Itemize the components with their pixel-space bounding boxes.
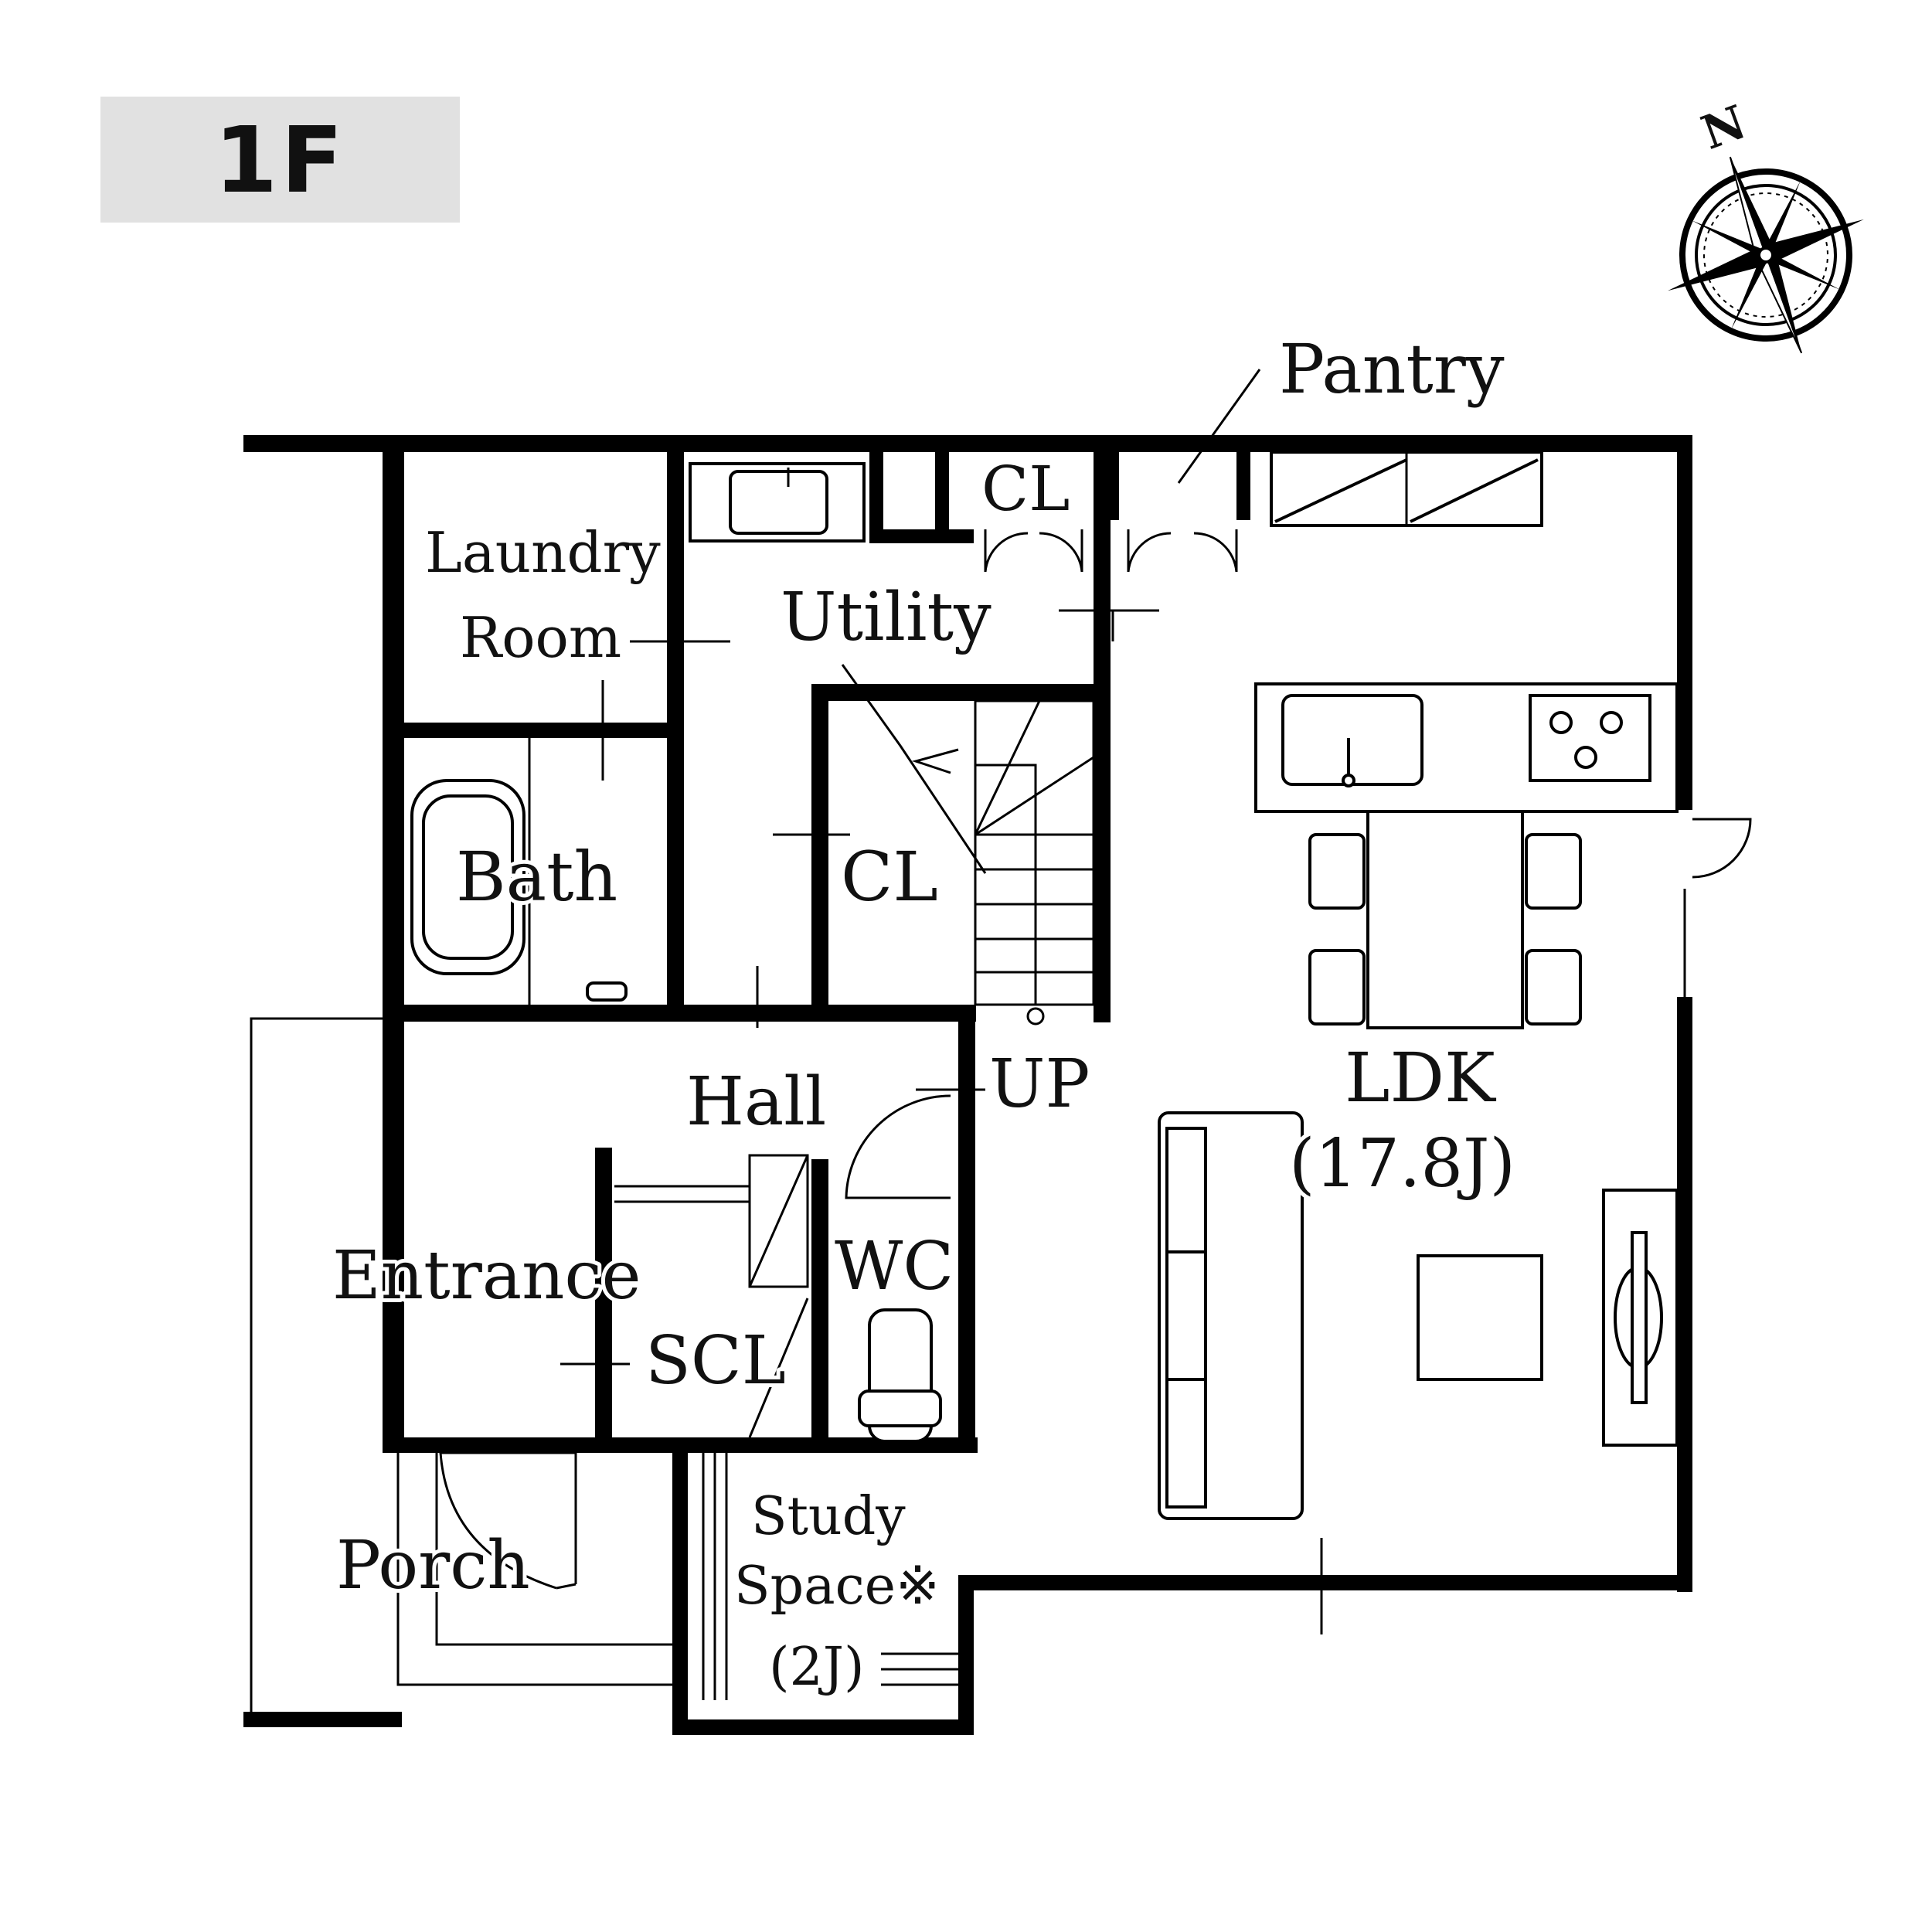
stairs: [841, 664, 1095, 1026]
pantry-leader-line: [1177, 369, 1261, 484]
dimension-ticks: [560, 609, 1323, 1634]
room-label-wc: WC: [835, 1228, 954, 1305]
room-label-stairs-up: UP: [989, 1046, 1090, 1123]
room-label-shoe-closet: SCL: [645, 1322, 786, 1400]
dining-table: [1308, 810, 1582, 1029]
kitchen-counter: [1254, 451, 1679, 813]
room-label-entrance: Entrance: [332, 1237, 641, 1315]
room-label-study-line2: Space※: [734, 1556, 940, 1617]
porch-steps: [250, 1017, 672, 1712]
living-furniture: [1158, 1111, 1679, 1520]
floor-label: 1F: [214, 106, 346, 213]
compass-rose-icon: [1668, 156, 1864, 354]
utility-sink: [689, 462, 866, 543]
room-label-closet-top: CL: [981, 453, 1070, 525]
room-label-study-line1: Study: [751, 1486, 906, 1547]
bathtub: [410, 738, 628, 1005]
floor-badge: 1F: [100, 97, 460, 223]
room-label-ldk-size: (17.8J): [1289, 1125, 1515, 1202]
room-label-study-size: (2J): [769, 1637, 865, 1698]
room-label-ldk: LDK: [1345, 1038, 1497, 1117]
doors: [541, 529, 1752, 1422]
room-label-laundry-line2: Room: [460, 605, 621, 670]
study-desk: [702, 1453, 958, 1700]
toilet: [858, 1308, 942, 1443]
room-label-hall: Hall: [686, 1063, 826, 1141]
room-label-bath: Bath: [456, 837, 617, 917]
room-label-laundry-line1: Laundry: [425, 520, 661, 585]
exterior-walls: [243, 435, 1692, 1735]
shoe-closet: [614, 1154, 809, 1438]
room-label-closet-stairs: CL: [841, 837, 938, 917]
room-label-utility: Utility: [781, 579, 992, 656]
room-label-pantry: Pantry: [1279, 329, 1505, 409]
room-label-porch: Porch: [336, 1527, 530, 1604]
windows: [389, 440, 1686, 1729]
compass-north-label: N: [1695, 95, 1753, 161]
